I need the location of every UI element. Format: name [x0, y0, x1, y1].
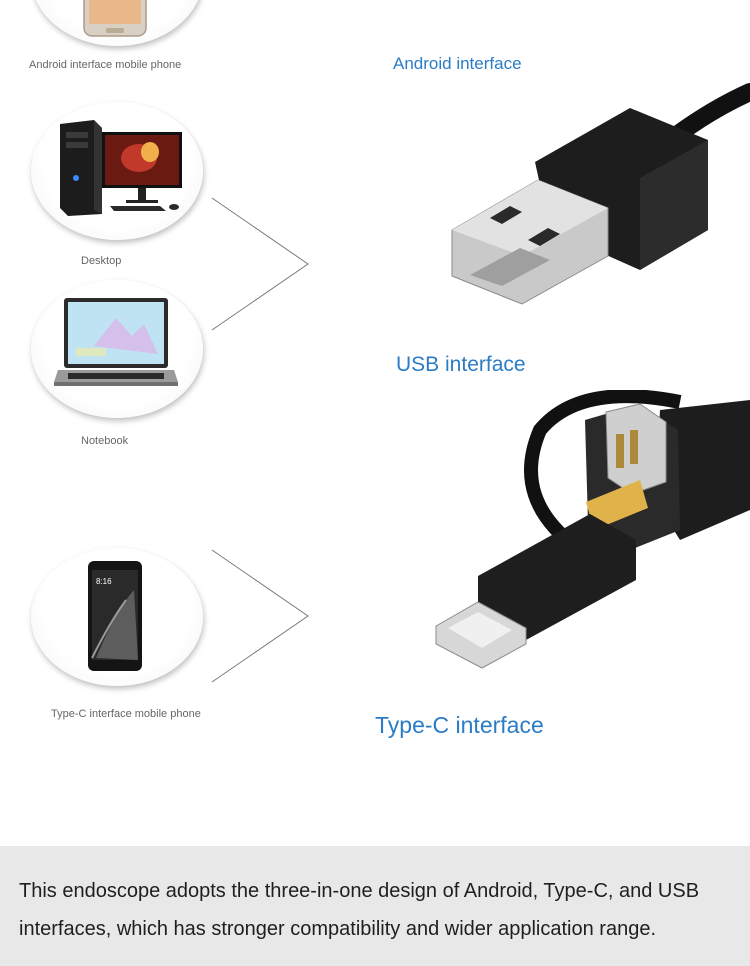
typec-phone-image: 8:16: [88, 561, 142, 671]
notebook-label: Notebook: [81, 435, 129, 447]
typec-phone-label: Type-C interface mobile phone: [51, 708, 201, 720]
notebook-image: [54, 298, 178, 386]
phone-screen-time: 8:16: [96, 577, 112, 586]
connector-chevron-typec: [211, 549, 309, 683]
description-panel: [0, 846, 750, 966]
typec-interface-label: Type-C interface: [375, 712, 544, 738]
connector-chevron-usb: [211, 197, 309, 331]
android-phone-label: Android interface mobile phone: [29, 59, 182, 71]
usb-connector-image: [451, 83, 750, 305]
typec-connector-image: [435, 390, 750, 669]
description-text: This endoscope adopts the three-in-one d…: [19, 880, 700, 940]
desktop-label: Desktop: [81, 255, 122, 267]
usb-interface-label: USB interface: [396, 353, 526, 376]
desktop-image: [60, 120, 182, 216]
android-phone-image: [83, 0, 147, 37]
android-interface-label: Android interface: [393, 54, 522, 73]
